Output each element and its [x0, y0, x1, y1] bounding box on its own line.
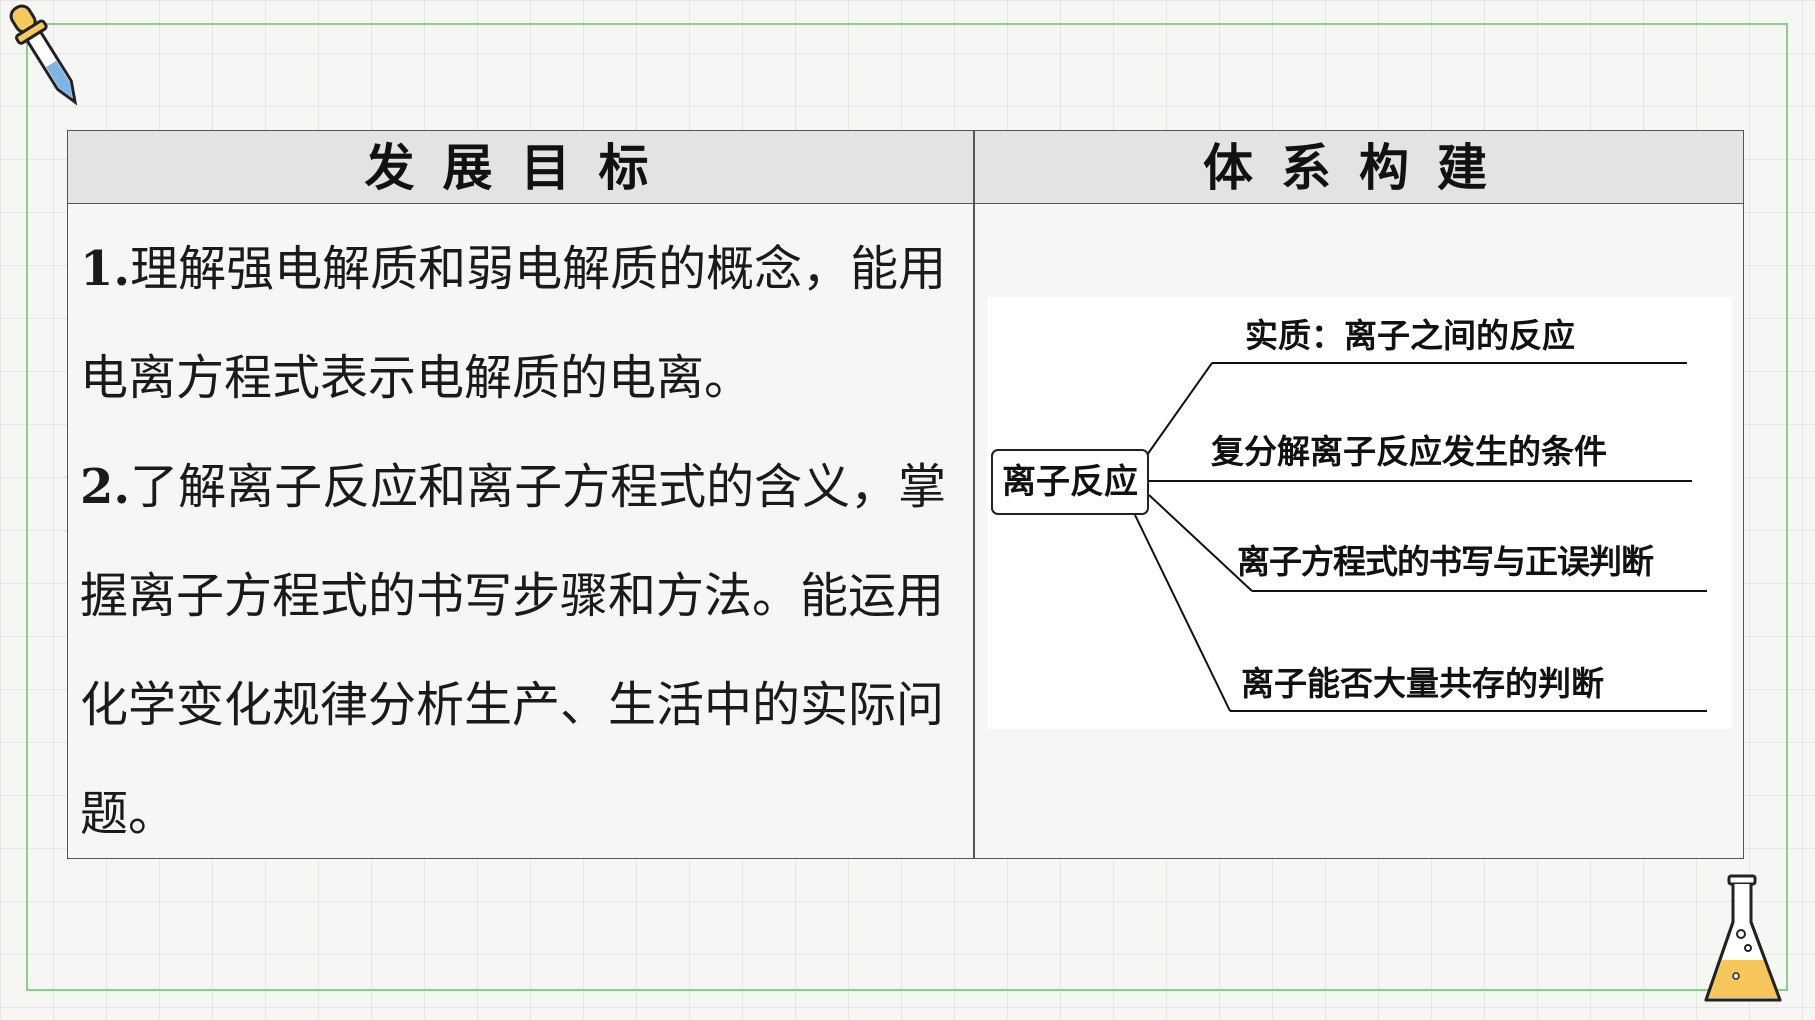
- flask-icon: [1704, 874, 1782, 1002]
- mind-map-root: 离子反应: [991, 449, 1149, 515]
- goal-number: 1.: [80, 241, 131, 297]
- header-development-goals: 发展目标: [364, 139, 677, 197]
- goals-text: 1.理解强电解质和弱电解质的概念，能用电离方程式表示电解质的电离。 2.了解离子…: [80, 215, 970, 869]
- pipette-icon: [9, 4, 78, 106]
- page-frame: [26, 23, 1788, 991]
- goal-text: 了解离子反应和离子方程式的含义，掌握离子方程式的书写步骤和方法。能运用化学变化规…: [80, 459, 947, 842]
- branch-coexistence: 离子能否大量共存的判断: [1241, 664, 1604, 703]
- branch-conditions: 复分解离子反应发生的条件: [1211, 432, 1607, 471]
- goal-number: 2.: [80, 459, 131, 515]
- branch-essence: 实质：离子之间的反应: [1245, 316, 1575, 355]
- goal-text: 理解强电解质和弱电解质的概念，能用电离方程式表示电解质的电离。: [80, 241, 947, 406]
- branch-equation-writing: 离子方程式的书写与正误判断: [1237, 542, 1654, 581]
- goal-item: 2.了解离子反应和离子方程式的含义，掌握离子方程式的书写步骤和方法。能运用化学变…: [80, 433, 970, 869]
- header-system-construction: 体系构建: [1203, 139, 1515, 197]
- mind-map-lines: [1134, 362, 1707, 712]
- table-header-row: 发展目标 体系构建: [68, 131, 1743, 204]
- mind-map: 离子反应 实质：离子之间的反应 复分解离子反应发生的条件 离子方程式的书写与正误…: [987, 297, 1732, 729]
- column-divider: [973, 131, 975, 858]
- goal-item: 1.理解强电解质和弱电解质的概念，能用电离方程式表示电解质的电离。: [80, 215, 970, 433]
